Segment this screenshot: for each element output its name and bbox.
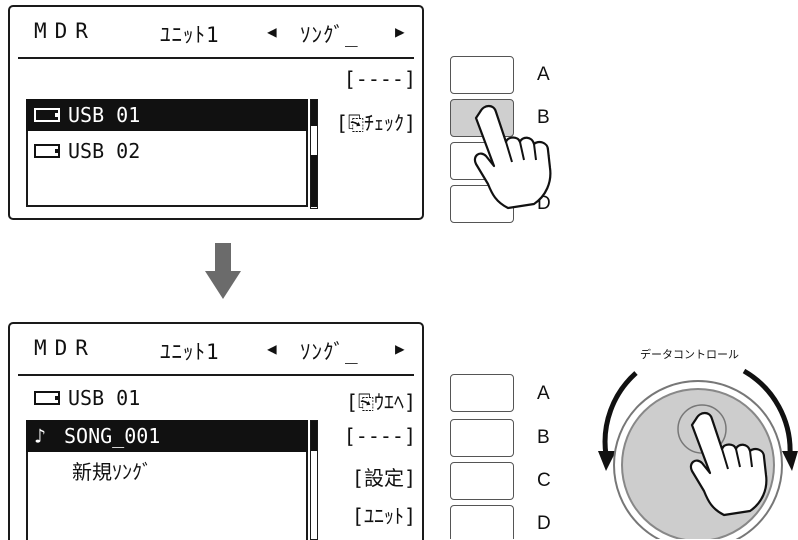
unit-label: ﾕﾆｯﾄ1 bbox=[160, 23, 220, 47]
hand-pointer-icon bbox=[473, 104, 552, 210]
button-c[interactable] bbox=[450, 462, 514, 500]
list-item-label: SONG_001 bbox=[64, 424, 161, 448]
drive-icon bbox=[34, 390, 60, 405]
list-item-selected[interactable]: ♪ SONG_001 bbox=[26, 420, 308, 452]
function-label-d: [ﾕﾆｯﾄ] bbox=[351, 504, 416, 528]
scrollbar-thumb[interactable] bbox=[311, 100, 317, 126]
button-a[interactable] bbox=[450, 374, 514, 412]
header-divider bbox=[18, 57, 414, 59]
unit-label: ﾕﾆｯﾄ1 bbox=[160, 340, 220, 364]
scrollbar[interactable] bbox=[310, 99, 318, 209]
button-c-label: C bbox=[537, 470, 551, 491]
song-tab: ｿﾝｸﾞ_ bbox=[300, 23, 359, 47]
song-tab: ｿﾝｸﾞ_ bbox=[300, 340, 359, 364]
scrollbar-thumb[interactable] bbox=[311, 421, 317, 451]
button-a-label: A bbox=[537, 64, 550, 85]
dial-rotate-arrows-icon bbox=[598, 368, 798, 471]
file-list bbox=[26, 99, 308, 207]
list-item-label: 新規ｿﾝｸﾞ bbox=[72, 460, 152, 484]
button-b[interactable] bbox=[450, 419, 514, 457]
bottom-lcd-screen: MDR ﾕﾆｯﾄ1 ◀ ｿﾝｸﾞ_ ▶ USB 01 [⎘ｳｴﾍ] [----]… bbox=[8, 322, 424, 540]
lcd-header: MDR ﾕﾆｯﾄ1 ◀ ｿﾝｸﾞ_ ▶ bbox=[10, 336, 422, 368]
list-item-label: USB 01 bbox=[68, 103, 141, 127]
header-divider bbox=[18, 374, 414, 376]
scrollbar-thumb[interactable] bbox=[311, 155, 317, 207]
function-label-c: [設定] bbox=[351, 466, 416, 490]
scrollbar[interactable] bbox=[310, 420, 318, 540]
button-d-label: D bbox=[537, 513, 551, 534]
function-label-a: [----] bbox=[343, 67, 416, 91]
current-folder: USB 01 bbox=[26, 382, 266, 414]
list-item-label: USB 02 bbox=[68, 139, 141, 163]
left-arrow-icon: ◀ bbox=[267, 339, 278, 358]
list-item[interactable]: 新規ｿﾝｸﾞ bbox=[26, 456, 308, 488]
button-a[interactable] bbox=[450, 56, 514, 94]
list-item-selected[interactable]: USB 01 bbox=[26, 99, 308, 131]
data-control-dial[interactable] bbox=[598, 337, 798, 539]
function-label-a: [⎘ｳｴﾍ] bbox=[345, 390, 416, 414]
file-list bbox=[26, 420, 308, 540]
down-arrow-icon bbox=[205, 243, 241, 299]
function-label-b: [----] bbox=[343, 424, 416, 448]
left-arrow-icon: ◀ bbox=[267, 22, 278, 41]
hand-pointer-icon bbox=[689, 411, 768, 517]
dial-title: データコントロール bbox=[640, 348, 739, 361]
lcd-header: MDR ﾕﾆｯﾄ1 ◀ ｿﾝｸﾞ_ ▶ bbox=[10, 19, 422, 51]
list-item[interactable]: USB 02 bbox=[26, 135, 308, 167]
button-a-label: A bbox=[537, 383, 550, 404]
right-arrow-icon: ▶ bbox=[395, 339, 406, 358]
button-d[interactable] bbox=[450, 505, 514, 539]
drive-icon bbox=[34, 107, 60, 122]
button-b-label: B bbox=[537, 427, 550, 448]
function-label-b: [⎘ﾁｪｯｸ] bbox=[335, 111, 416, 135]
current-folder-label: USB 01 bbox=[68, 386, 141, 410]
note-icon: ♪ bbox=[34, 424, 47, 448]
button-b-label: B bbox=[537, 107, 550, 128]
drive-icon bbox=[34, 143, 60, 158]
mode-label: MDR bbox=[34, 336, 96, 360]
right-arrow-icon: ▶ bbox=[395, 22, 406, 41]
mode-label: MDR bbox=[34, 19, 96, 43]
top-lcd-screen: MDR ﾕﾆｯﾄ1 ◀ ｿﾝｸﾞ_ ▶ [----] [⎘ﾁｪｯｸ] USB 0… bbox=[8, 5, 424, 220]
